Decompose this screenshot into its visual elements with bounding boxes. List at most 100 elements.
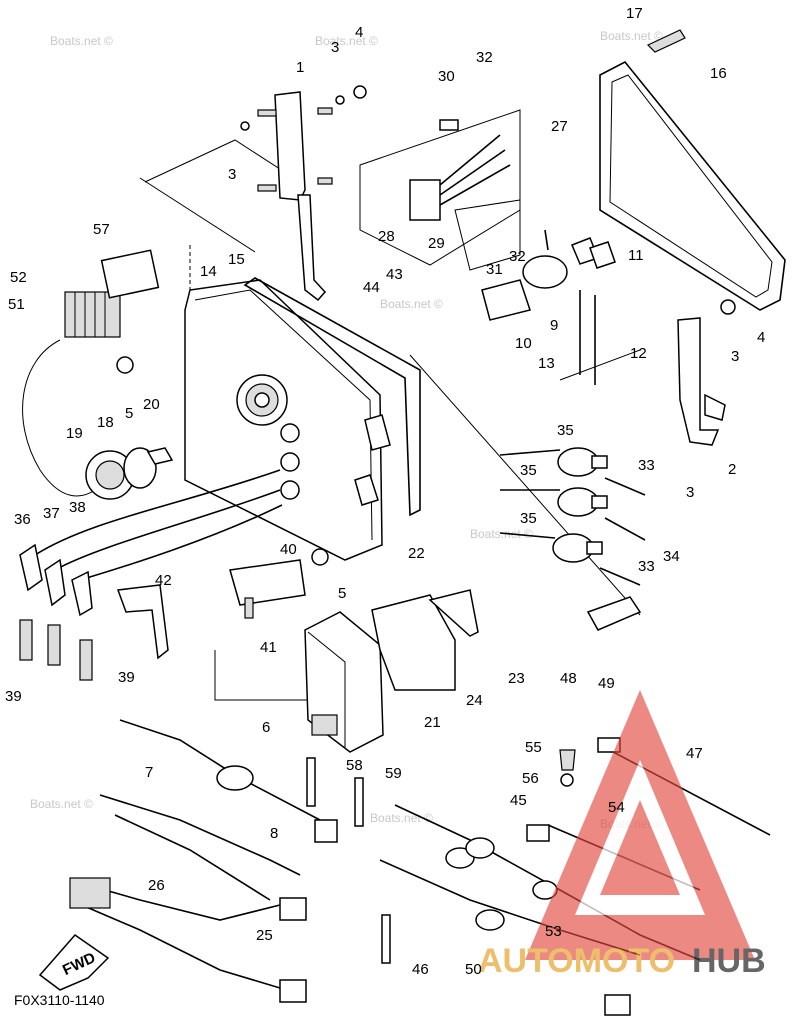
callout-13: 13	[538, 355, 555, 372]
callout-25: 25	[256, 927, 273, 944]
cap-19	[85, 447, 174, 500]
callout-18: 18	[97, 414, 114, 431]
callout-23: 23	[508, 670, 525, 687]
callout-39: 39	[118, 669, 135, 686]
rectifier-51	[22, 249, 160, 497]
frame-15	[243, 277, 421, 517]
watermark: Boats.net ©	[470, 527, 533, 541]
harness-27	[409, 119, 511, 221]
callout-17: 17	[626, 5, 643, 22]
callout-40: 40	[280, 541, 297, 558]
callout-38: 38	[69, 499, 86, 516]
callout-15: 15	[228, 251, 245, 268]
screw-17	[646, 29, 686, 53]
gasket-16	[599, 60, 786, 311]
callout-52: 52	[10, 269, 27, 286]
clip-23	[428, 589, 479, 637]
callout-28: 28	[378, 228, 395, 245]
callout-30: 30	[438, 68, 455, 85]
callout-51: 51	[8, 296, 25, 313]
callout-14: 14	[200, 263, 217, 280]
callout-24: 24	[466, 692, 483, 709]
callout-29: 29	[428, 235, 445, 252]
callout-32: 32	[476, 49, 493, 66]
callout-53: 53	[545, 923, 562, 940]
callout-33: 33	[638, 558, 655, 575]
callout-3: 3	[686, 484, 694, 501]
screw-55	[559, 749, 576, 771]
fwd-arrow: FWD	[38, 934, 110, 991]
watermark: Boats.net ©	[380, 297, 443, 311]
watermark: Boats.net ©	[315, 34, 378, 48]
callout-32: 32	[509, 248, 526, 265]
tie-59	[354, 777, 364, 827]
callout-16: 16	[710, 65, 727, 82]
callout-31: 31	[486, 261, 503, 278]
watermark: Boats.net ©	[370, 811, 433, 825]
callout-19: 19	[66, 425, 83, 442]
callout-35: 35	[520, 462, 537, 479]
callout-22: 22	[408, 545, 425, 562]
tie-46	[381, 914, 391, 964]
callout-55: 55	[525, 739, 542, 756]
callout-37: 37	[43, 505, 60, 522]
callout-46: 46	[412, 961, 429, 978]
watermark: Boats.net ©	[30, 797, 93, 811]
callout-8: 8	[270, 825, 278, 842]
holder-45	[526, 824, 550, 842]
callout-9: 9	[550, 317, 558, 334]
wiring-harnesses	[69, 719, 338, 1003]
callout-33: 33	[638, 457, 655, 474]
diagram-code: F0X3110-1140	[14, 992, 105, 1008]
spark-plug-leads	[19, 469, 283, 681]
callout-21: 21	[424, 714, 441, 731]
callout-26: 26	[148, 877, 165, 894]
automotohub-logo: AUTOMOTO HUB	[478, 690, 766, 980]
callout-10: 10	[515, 335, 532, 352]
callout-56: 56	[522, 770, 539, 787]
callout-47: 47	[686, 745, 703, 762]
bracket-1	[240, 85, 367, 302]
cdi-unit-21	[304, 611, 384, 753]
starter-relay-9	[481, 229, 568, 321]
bracket-2	[677, 299, 736, 446]
callout-6: 6	[262, 719, 270, 736]
callout-58: 58	[346, 757, 363, 774]
electrical-box-14	[116, 279, 391, 566]
brand-part1: AUTOMOTO	[478, 942, 675, 980]
callout-1: 1	[296, 59, 304, 76]
callout-4: 4	[355, 24, 363, 41]
washer-56	[560, 773, 574, 787]
callout-36: 36	[14, 511, 31, 528]
ignition-coils-33	[499, 447, 646, 586]
callout-45: 45	[510, 792, 527, 809]
watermark: Boats.net ©	[50, 34, 113, 48]
callout-43: 43	[386, 266, 403, 283]
callout-5: 5	[125, 405, 133, 422]
callout-59: 59	[385, 765, 402, 782]
callout-labels: 1233334455678910111213141516171819202122…	[5, 5, 765, 978]
callout-20: 20	[143, 396, 160, 413]
callout-39: 39	[5, 688, 22, 705]
holder-42	[116, 584, 169, 660]
callout-4: 4	[757, 329, 765, 346]
terminals-11	[571, 237, 616, 269]
callout-5: 5	[338, 585, 346, 602]
callout-35: 35	[557, 422, 574, 439]
tie-58	[306, 757, 316, 807]
callout-35: 35	[520, 510, 537, 527]
bracket-24	[371, 594, 456, 691]
callout-11: 11	[628, 247, 644, 264]
guide-lines	[139, 109, 641, 701]
callout-54: 54	[608, 799, 625, 816]
callout-27: 27	[551, 118, 568, 135]
callout-41: 41	[260, 639, 277, 656]
callout-50: 50	[465, 961, 482, 978]
callout-57: 57	[93, 221, 110, 238]
clamp-40	[229, 559, 306, 606]
callout-12: 12	[630, 345, 647, 362]
bolt-41	[244, 597, 254, 619]
callout-7: 7	[145, 764, 153, 781]
callout-44: 44	[363, 279, 380, 296]
